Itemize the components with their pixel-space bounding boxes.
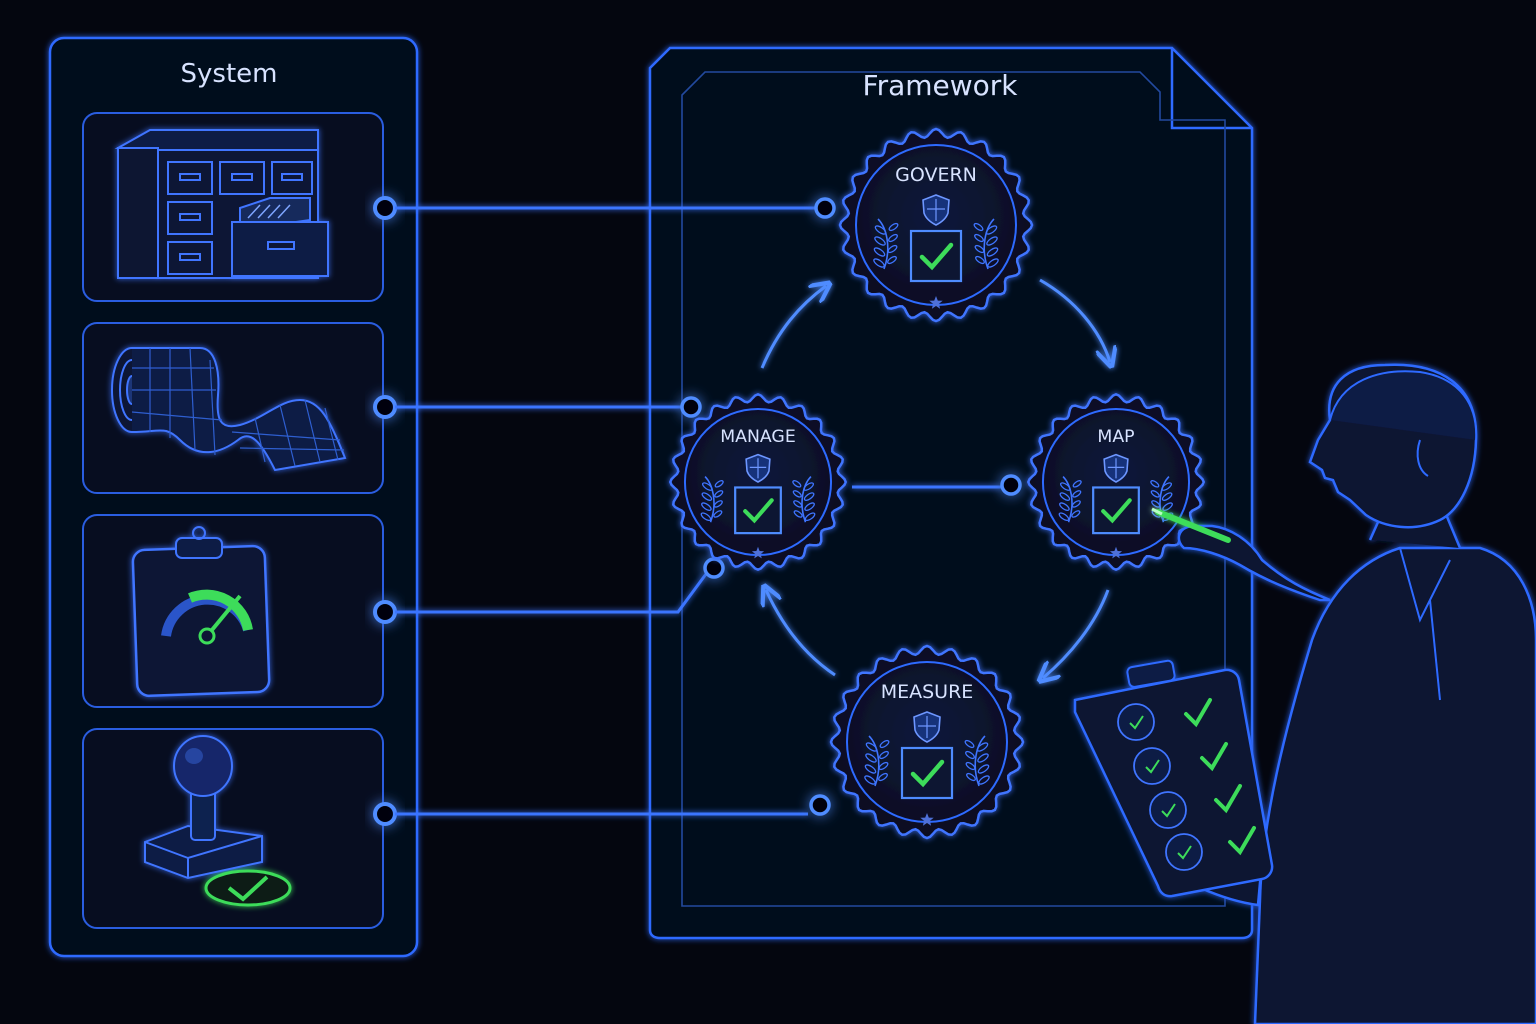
cycle-arrows bbox=[760, 278, 1110, 678]
arrow-govern-to-map bbox=[1039, 278, 1110, 362]
badge-label-map: MAP bbox=[1097, 427, 1134, 447]
arrow-measure-to-manage bbox=[766, 590, 836, 677]
badge-manage[interactable]: MANAGE bbox=[668, 392, 848, 572]
checkbox-icon bbox=[734, 486, 782, 535]
system-item-filing-cabinet[interactable] bbox=[82, 112, 384, 302]
system-panel: System bbox=[48, 36, 419, 958]
star-icon bbox=[1109, 546, 1123, 559]
laurel-icon bbox=[877, 218, 889, 270]
laurel-icon bbox=[983, 218, 995, 270]
framework-functions: GOVERN MAP MEASURE MANAGE bbox=[668, 127, 1206, 840]
badge-govern[interactable]: GOVERN bbox=[838, 127, 1034, 323]
star-icon bbox=[920, 813, 934, 826]
system-title: System bbox=[181, 59, 278, 89]
system-item-stamp[interactable] bbox=[82, 728, 384, 929]
laurel-icon bbox=[1062, 475, 1073, 523]
checkbox-icon bbox=[900, 746, 954, 800]
badge-label-govern: GOVERN bbox=[895, 164, 977, 186]
badge-label-manage: MANAGE bbox=[720, 427, 796, 447]
checkbox-icon bbox=[909, 229, 963, 283]
check-icon bbox=[1101, 498, 1132, 524]
star-icon bbox=[751, 546, 765, 559]
check-icon bbox=[910, 759, 945, 788]
system-item-data-tape[interactable] bbox=[82, 322, 384, 494]
gauge-clipboard-icon bbox=[131, 526, 271, 698]
data-tape-roll-icon bbox=[111, 347, 347, 472]
checklist-clipboard bbox=[1073, 659, 1274, 898]
badge-map[interactable]: MAP bbox=[1026, 392, 1206, 572]
check-icon bbox=[919, 242, 954, 271]
person-reviewing-checklist-icon bbox=[1073, 363, 1536, 1024]
arrow-manage-to-govern bbox=[760, 286, 826, 369]
laurel-icon bbox=[868, 735, 880, 787]
laurel-icon bbox=[974, 735, 986, 787]
connector-lines bbox=[395, 206, 1002, 816]
check-icon bbox=[743, 498, 774, 524]
badge-measure[interactable]: MEASURE bbox=[829, 644, 1025, 840]
laurel-icon bbox=[1159, 475, 1170, 523]
checkbox-icon bbox=[1092, 486, 1140, 535]
system-item-gauge[interactable] bbox=[82, 514, 384, 708]
connector-endpoints bbox=[680, 197, 1022, 816]
filing-cabinet-icon bbox=[114, 129, 329, 279]
laurel-icon bbox=[704, 475, 715, 523]
framework-title: Framework bbox=[863, 69, 1019, 102]
badge-label-measure: MEASURE bbox=[881, 681, 974, 703]
arrow-map-to-measure bbox=[1043, 589, 1110, 678]
star-icon bbox=[929, 296, 943, 309]
approval-stamp-icon bbox=[144, 735, 292, 907]
laurel-icon bbox=[801, 475, 812, 523]
